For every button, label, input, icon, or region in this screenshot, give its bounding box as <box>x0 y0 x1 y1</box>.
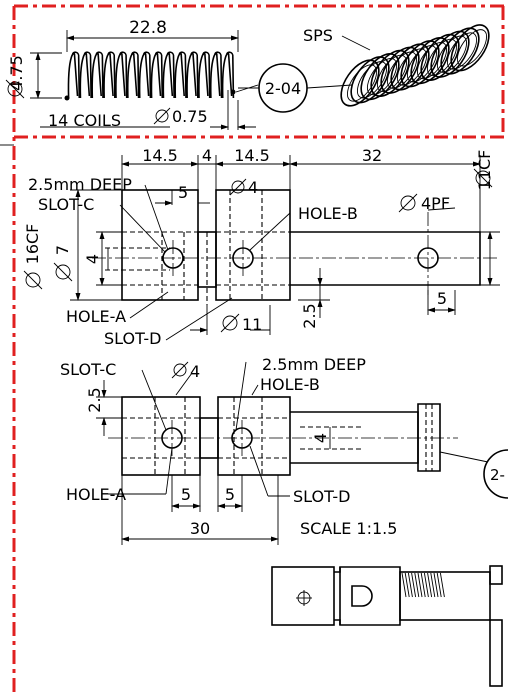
slot-width-dim: 5 <box>178 183 188 202</box>
balloon-partial <box>483 449 508 499</box>
hole-b-label: HOLE-B <box>298 204 358 223</box>
shaft-dia-dim: 11CF <box>475 150 494 191</box>
front-hole-dia: 4 <box>190 362 200 381</box>
step-dim: 2.5 <box>300 303 319 328</box>
assembly-view <box>271 565 503 687</box>
scale-note: SCALE 1:1.5 <box>300 519 397 538</box>
front-hole-a-label: HOLE-A <box>66 485 126 504</box>
balloon-partial-label: 2- <box>490 466 505 484</box>
balloon-label: 2-04 <box>265 79 301 98</box>
hole-a-label: HOLE-A <box>66 307 126 326</box>
slot-depth-note: 2.5mm DEEP <box>28 175 132 194</box>
spring-wire-label: 0.75 <box>172 107 208 126</box>
dim-32: 32 <box>362 146 382 165</box>
front-slot-depth: 2.5mm DEEP <box>262 355 366 374</box>
slot-c-label: SLOT-C <box>38 195 94 214</box>
front-slot-c-label: SLOT-C <box>60 360 116 379</box>
front-slot-d-label: SLOT-D <box>293 487 351 506</box>
front-view-outline <box>108 396 458 476</box>
hole-offset-dim: 4 <box>83 254 102 264</box>
front-dim-5b: 5 <box>225 485 235 504</box>
spring-isometric-view <box>340 24 490 107</box>
body-dia-dim: 16CF <box>23 224 42 265</box>
sps-label: SPS <box>303 26 333 45</box>
red-detail-frame <box>12 4 505 697</box>
dim-14-5-right: 14.5 <box>234 146 270 165</box>
spring-side-view <box>64 51 236 101</box>
front-view-dimensions <box>96 361 489 545</box>
top-view-dimensions <box>70 155 500 341</box>
slot-d-label: SLOT-D <box>104 329 162 348</box>
front-step-dim: 2.5 <box>85 387 104 412</box>
front-hole-offset: 4 <box>311 433 330 443</box>
front-dim-30: 30 <box>190 519 210 538</box>
spring-dimensions <box>30 30 259 130</box>
end-dim: 5 <box>437 289 447 308</box>
front-dim-5a: 5 <box>181 485 191 504</box>
assembly-spring-coils <box>401 572 445 598</box>
bore-dia-dim: 11 <box>242 315 262 334</box>
inner-dia-dim: 7 <box>53 245 72 255</box>
spring-length-label: 22.8 <box>129 18 167 38</box>
hole-dia-dim: 4 <box>248 178 258 197</box>
spring-diameter-label: 4.75 <box>7 55 26 91</box>
dim-4: 4 <box>202 146 212 165</box>
spring-coils-label: 14 COILS <box>48 111 121 130</box>
pin-hole-dim: 4PF <box>421 194 450 213</box>
dim-14-5-left: 14.5 <box>142 146 178 165</box>
front-hole-b-label: HOLE-B <box>260 375 320 394</box>
top-view-outline <box>92 189 500 305</box>
